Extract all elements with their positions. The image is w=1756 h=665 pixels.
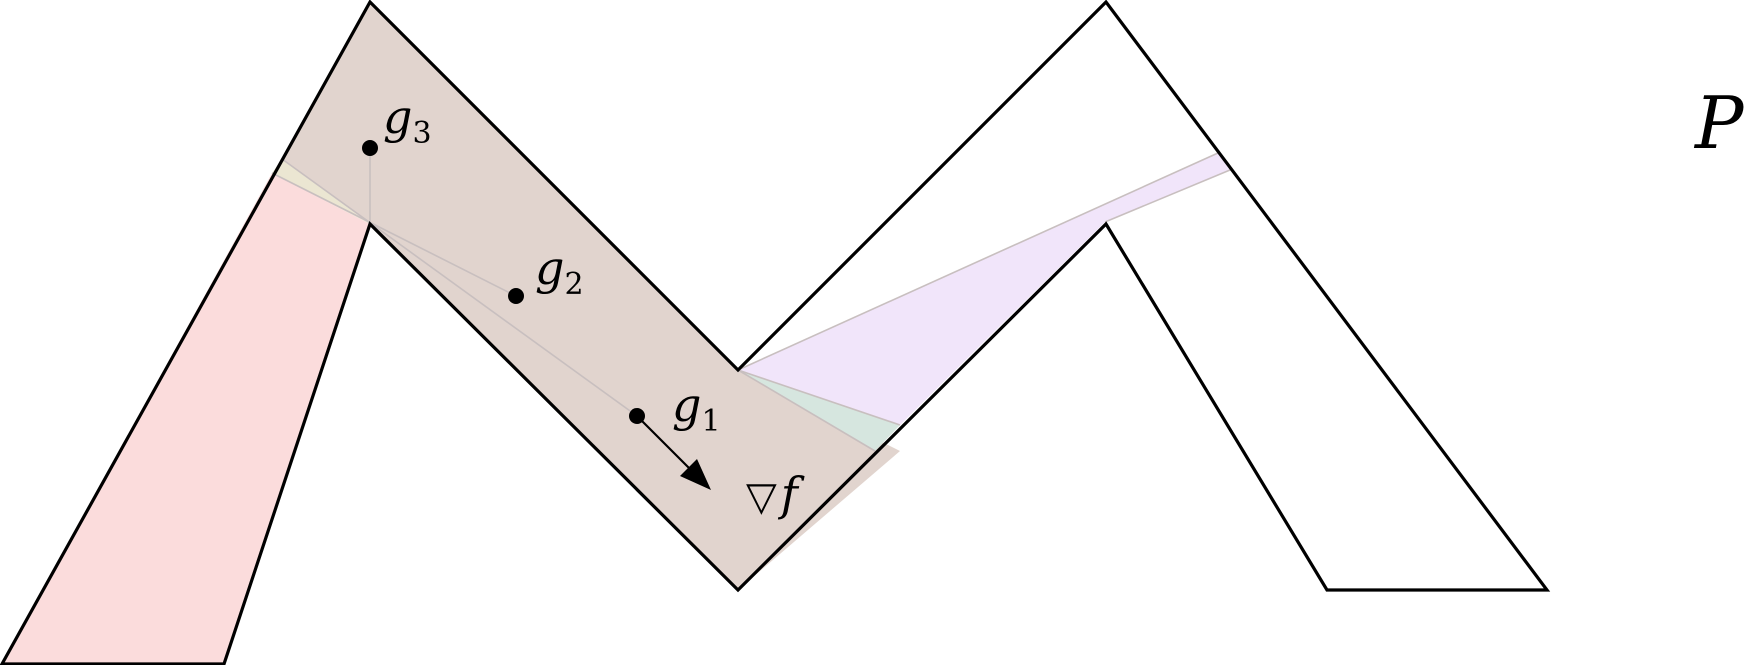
gradient-arrowhead — [680, 459, 711, 490]
visibility-region-brown — [282, 2, 900, 590]
sight-line — [1104, 169, 1231, 223]
visibility-region-yellow — [272, 159, 370, 224]
visibility-region-red — [2, 173, 370, 664]
sight-line — [737, 369, 901, 426]
sight-line — [271, 172, 517, 297]
guard-point-g2 — [508, 288, 524, 304]
guard-point-g3 — [362, 140, 378, 156]
guard-label-g1: g1 — [672, 378, 721, 439]
gradient-arrow — [636, 415, 711, 490]
guard-label-g3: g3 — [383, 90, 432, 151]
guard-point-g1 — [629, 408, 645, 424]
gradient-arrow-shaft — [636, 415, 693, 472]
polygon-outline — [0, 0, 1551, 665]
guard-label-g2: g2 — [535, 241, 584, 302]
sight-line — [737, 369, 876, 452]
sight-lines — [271, 148, 1231, 452]
gradient-label: ▽f — [746, 467, 805, 521]
polygon-label: P — [1693, 81, 1745, 165]
sight-line — [281, 158, 638, 417]
visibility-region-purple — [738, 153, 1230, 425]
sight-line — [737, 152, 1219, 371]
visibility-region-green — [738, 370, 900, 451]
